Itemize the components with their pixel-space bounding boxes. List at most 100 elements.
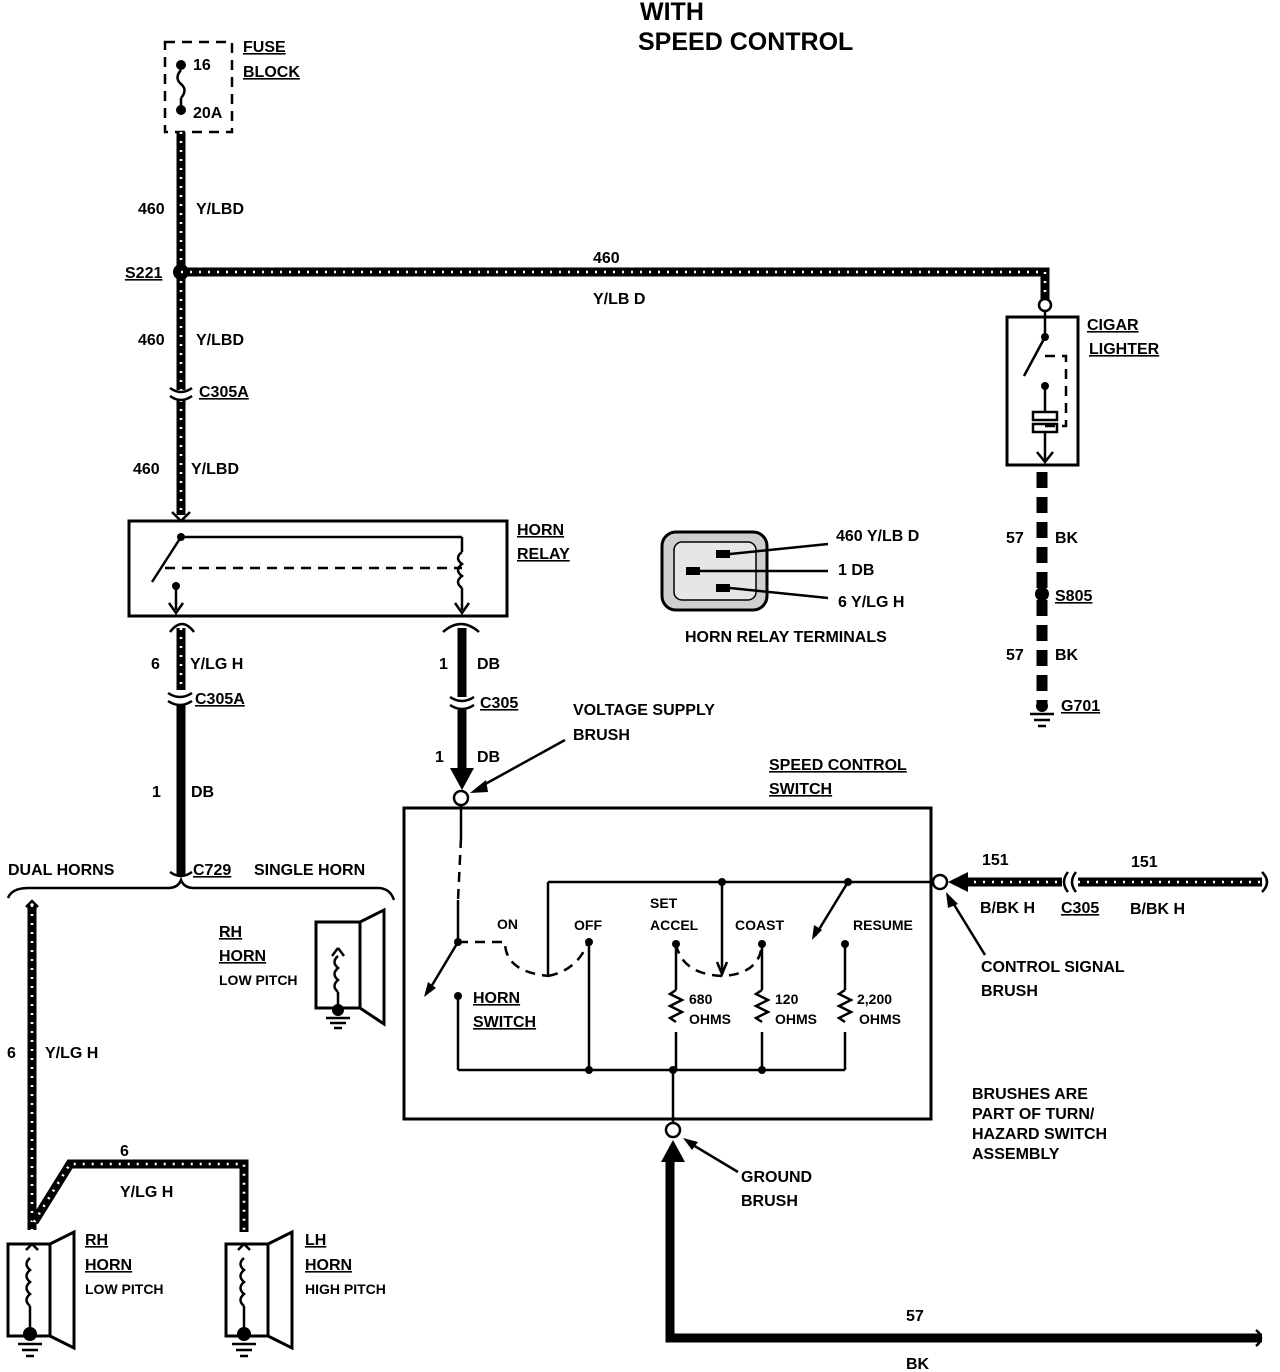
connector-c305a-mid: [167, 691, 193, 707]
single-horn-line2: HORN: [219, 948, 266, 965]
rh-horn-line2: HORN: [85, 1257, 132, 1274]
switch-resume-label: RESUME: [853, 917, 913, 933]
resistor-2-unit: OHMS: [775, 1011, 817, 1027]
wire-460-top-num: 460: [593, 250, 620, 267]
resistor-1-value: 680: [689, 991, 713, 1007]
wire-1-left-num: 1: [152, 784, 161, 801]
fuse-block-label1: FUSE: [243, 39, 286, 56]
wire-151-a-color: B/BK H: [980, 900, 1035, 917]
speed-control-switch-label2: SWITCH: [769, 781, 832, 798]
rh-horn-icon: [6, 1229, 76, 1358]
wire-1-mid-a-color: DB: [477, 656, 500, 673]
brushes-note-line3: HAZARD SWITCH: [972, 1126, 1107, 1143]
wire-57-ground: [1030, 472, 1054, 728]
relay-terminals-caption: HORN RELAY TERMINALS: [685, 629, 887, 646]
wire-57-bottom: [661, 1140, 1263, 1347]
fuse-block-label2: BLOCK: [243, 64, 300, 81]
wire-460-b-color: Y/LBD: [196, 332, 244, 349]
voltage-brush-line2: BRUSH: [573, 727, 630, 744]
dual-horns-label: DUAL HORNS: [8, 862, 115, 879]
switch-coast-label: COAST: [735, 917, 784, 933]
rh-horn-line1: RH: [85, 1232, 108, 1249]
ground-g701-label: G701: [1061, 698, 1100, 715]
wire-6-dual-num: 6: [7, 1045, 16, 1062]
splice-s221-label: S221: [125, 265, 162, 282]
title-line2: SPEED CONTROL: [638, 28, 853, 56]
lh-horn-line2: HORN: [305, 1257, 352, 1274]
fuse-number: 16: [193, 57, 211, 74]
horn-relay-label2: RELAY: [517, 546, 570, 563]
wire-6-relay: [169, 622, 195, 690]
relay-terminal-2: 1 DB: [838, 562, 874, 579]
speed-control-switch-label1: SPEED CONTROL: [769, 757, 907, 774]
title-line1: WITH: [640, 0, 704, 26]
wire-1-mid: [442, 622, 480, 790]
ground-brush-terminal: [664, 1121, 682, 1139]
control-signal-brush-terminal: [931, 873, 949, 891]
cigar-lighter-label1: CIGAR: [1087, 317, 1139, 334]
switch-accel-label: ACCEL: [650, 917, 699, 933]
wire-57-b-num: 57: [1006, 647, 1024, 664]
wire-460-a-color: Y/LBD: [196, 201, 244, 218]
wire-1-mid-b-num: 1: [435, 749, 444, 766]
wire-460-top-color: Y/LB D: [593, 291, 645, 308]
splice-s805-label: S805: [1055, 588, 1092, 605]
voltage-brush-line1: VOLTAGE SUPPLY: [573, 702, 715, 719]
wire-6-dual-color: Y/LG H: [45, 1045, 98, 1062]
rh-horn-line3: LOW PITCH: [85, 1281, 164, 1297]
relay-terminal-3: 6 Y/LG H: [838, 594, 904, 611]
lh-horn-icon: [224, 1229, 294, 1358]
wire-151-b-num: 151: [1131, 854, 1158, 871]
voltage-brush-arrow: [470, 738, 566, 793]
ground-brush-line1: GROUND: [741, 1169, 812, 1186]
connector-c305a-top-label: C305A: [199, 384, 249, 401]
wire-6-dual: [25, 899, 249, 1232]
brushes-note-line2: PART OF TURN/: [972, 1106, 1095, 1123]
brushes-note-line1: BRUSHES ARE: [972, 1086, 1088, 1103]
switch-on-label: ON: [497, 916, 518, 932]
cigar-lighter: [1005, 311, 1080, 467]
wire-57-bottom-color: BK: [906, 1356, 930, 1372]
horn-switch-label1: HORN: [473, 990, 520, 1007]
single-horn-line1: RH: [219, 924, 242, 941]
resistor-3-value: 2,200: [857, 991, 892, 1007]
wire-1-mid-b-color: DB: [477, 749, 500, 766]
resistor-2-value: 120: [775, 991, 799, 1007]
control-brush-arrow: [946, 892, 987, 956]
speed-control-switch: [402, 805, 940, 1124]
control-brush-line2: BRUSH: [981, 983, 1038, 1000]
horn-relay-terminals-icon: [660, 530, 829, 612]
relay-terminal-1: 460 Y/LB D: [836, 528, 919, 545]
control-brush-line1: CONTROL SIGNAL: [981, 959, 1125, 976]
voltage-supply-brush-terminal: [452, 789, 470, 807]
switch-off-label: OFF: [574, 917, 602, 933]
wire-57-a-num: 57: [1006, 530, 1024, 547]
wire-460-b-num: 460: [138, 332, 165, 349]
horn-relay-label1: HORN: [517, 522, 564, 539]
wire-6-bottom-num: 6: [120, 1143, 129, 1160]
cigar-lighter-label2: LIGHTER: [1089, 341, 1160, 358]
horn-switch-label2: SWITCH: [473, 1014, 536, 1031]
wire-460-c-num: 460: [133, 461, 160, 478]
connector-c305a-mid-label: C305A: [195, 691, 245, 708]
wire-57-a-color: BK: [1055, 530, 1079, 547]
lh-horn-line1: LH: [305, 1232, 326, 1249]
brushes-note-line4: ASSEMBLY: [972, 1146, 1060, 1163]
fuse-block: 16 20A: [163, 40, 234, 134]
single-horn-line3: LOW PITCH: [219, 972, 298, 988]
switch-set-label: SET: [650, 895, 678, 911]
wire-151: [948, 871, 1269, 893]
horn-relay: [127, 511, 509, 618]
ground-brush-line2: BRUSH: [741, 1193, 798, 1210]
wire-1-mid-a-num: 1: [439, 656, 448, 673]
single-horn-label: SINGLE HORN: [254, 862, 365, 879]
wire-1-left-color: DB: [191, 784, 214, 801]
ground-brush-arrow: [683, 1138, 739, 1174]
lh-horn-line3: HIGH PITCH: [305, 1281, 386, 1297]
connector-c305-label: C305: [480, 695, 518, 712]
wire-57-bottom-num: 57: [906, 1308, 924, 1325]
wire-460-a-num: 460: [138, 201, 165, 218]
fuse-rating: 20A: [193, 105, 223, 122]
connector-c729-label: C729: [193, 862, 231, 879]
